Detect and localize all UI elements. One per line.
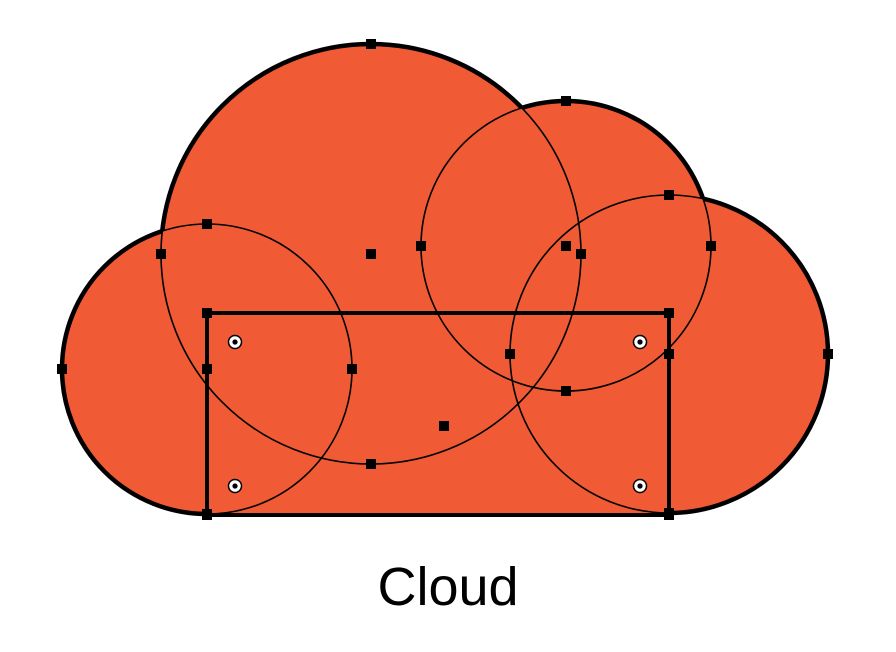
handle-rect-top-right	[664, 308, 674, 318]
handle-top-right-circle	[664, 190, 674, 200]
handle-left-big-top-circle	[156, 249, 166, 259]
selection-handles-layer	[57, 39, 833, 520]
handle-top-big-top-circle	[366, 39, 376, 49]
fill-base-rectangle	[207, 313, 669, 515]
handle-center-right-circle	[664, 349, 674, 359]
handle-center-big-top-circle	[366, 249, 376, 259]
handle-rect-center	[439, 421, 449, 431]
handle-top-upper-right-circle	[561, 96, 571, 106]
handle-left-right-circle	[505, 349, 515, 359]
handle-top-left-circle	[202, 219, 212, 229]
handle-rect-top-left	[202, 308, 212, 318]
handle-left-left-circle	[57, 364, 67, 374]
handle-bottom-big-top-circle	[366, 459, 376, 469]
corner-radius-dot	[637, 339, 643, 345]
diagram-caption: Cloud	[377, 557, 519, 617]
corner-radius-dot	[232, 339, 238, 345]
handle-left-upper-right-circle	[416, 241, 426, 251]
handle-right-right-circle	[823, 349, 833, 359]
cloud-fill-layer	[62, 44, 828, 515]
handle-right-big-top-circle	[576, 249, 586, 259]
handle-right-left-circle	[347, 364, 357, 374]
handle-center-left-circle	[202, 364, 212, 374]
corner-radius-dot	[232, 483, 238, 489]
handle-center-upper-right-circle	[561, 241, 571, 251]
handle-rect-bottom-right	[664, 510, 674, 520]
handle-rect-bottom-left	[202, 510, 212, 520]
handle-right-upper-right-circle	[706, 241, 716, 251]
corner-radius-dot	[637, 483, 643, 489]
handle-bottom-upper-right-circle	[561, 386, 571, 396]
